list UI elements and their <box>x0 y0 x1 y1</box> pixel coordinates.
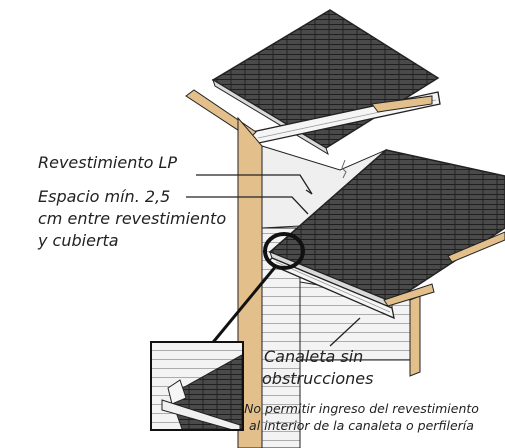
wall <box>237 116 421 448</box>
gutter-label-line1: Canaleta sin <box>264 347 364 366</box>
siding-leader <box>196 174 313 195</box>
lower-roof <box>266 149 505 320</box>
gap-label-line1: Espacio mín. 2,5 <box>38 187 171 206</box>
detail-inset-content <box>152 343 242 429</box>
gutter-leader <box>329 317 361 347</box>
left-wall-siding <box>261 227 301 448</box>
detail-circle <box>263 232 305 270</box>
lower-rafter-left <box>447 231 505 263</box>
gap-label-line2: cm entre revestimiento <box>38 209 227 228</box>
right-wall-siding <box>409 295 421 377</box>
upper-rafter-right <box>371 95 433 113</box>
leader-lines <box>186 174 361 347</box>
lower-rafter-right <box>383 283 435 307</box>
upper-roof <box>185 9 441 156</box>
siding-crack-mark <box>341 159 347 179</box>
gap-label-line3: y cubierta <box>38 231 119 250</box>
note-line2: al interior de la canaleta o perfilería <box>249 418 474 433</box>
gap-leader <box>186 196 309 215</box>
siding-label: Revestimiento LP <box>38 153 178 172</box>
gutter-label-line2: obstrucciones <box>262 369 374 388</box>
detail-callout <box>150 232 305 431</box>
detail-connector <box>208 265 278 347</box>
note-line1: No permitir ingreso del revestimiento <box>244 401 479 416</box>
siding-leader-arrow <box>305 189 313 195</box>
